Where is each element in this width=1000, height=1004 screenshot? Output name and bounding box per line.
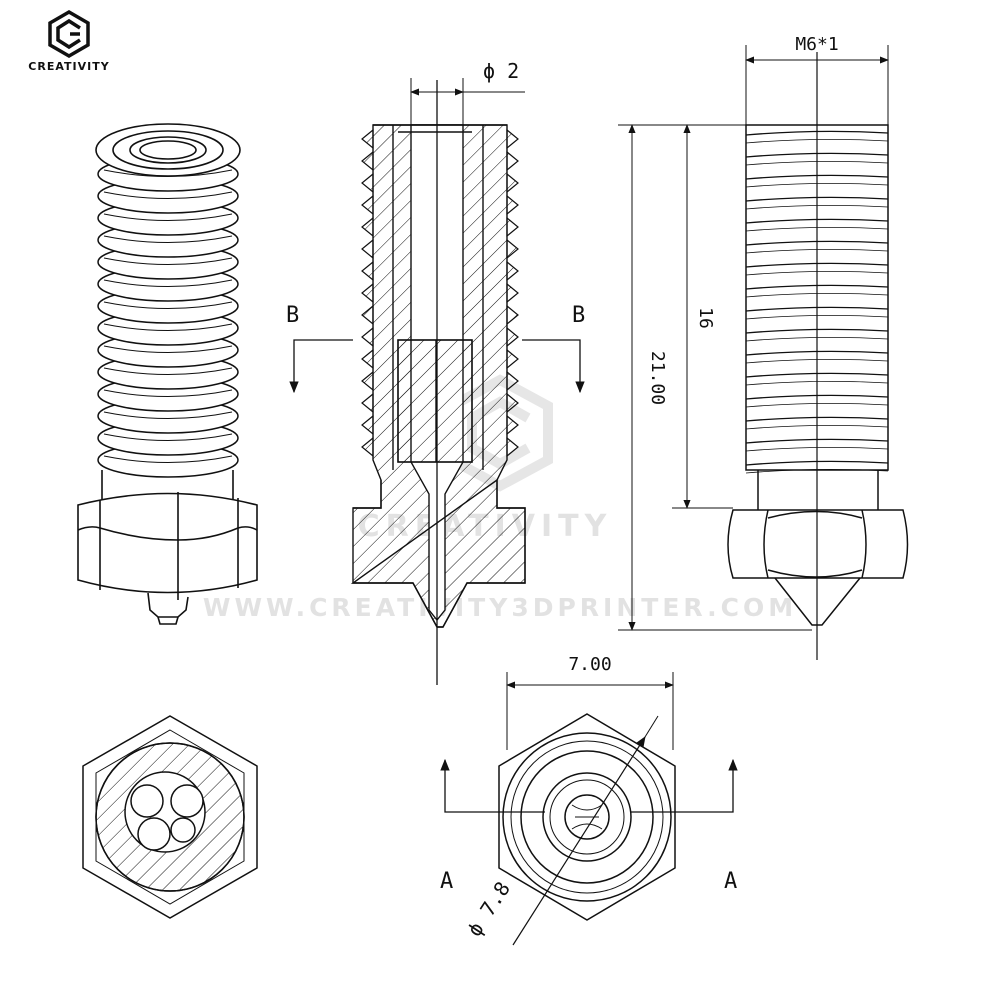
thread-tooth bbox=[361, 150, 374, 172]
dim-outer-diameter: ϕ 7.8 bbox=[462, 877, 515, 941]
thread-tooth bbox=[506, 238, 519, 260]
thread-tooth bbox=[361, 282, 374, 304]
thread-tooth bbox=[506, 128, 519, 150]
section-view-aa bbox=[82, 715, 258, 919]
section-marker-a-left: A bbox=[440, 869, 453, 894]
dim-total-length: 21.00 bbox=[647, 351, 668, 405]
thread-teeth-left bbox=[361, 128, 374, 458]
thread-ring-inner bbox=[103, 323, 233, 331]
dim-hex-width: 7.00 bbox=[568, 654, 611, 675]
dim-bore-diameter: ϕ 2 bbox=[483, 59, 519, 83]
brand-name: CREATIVITY bbox=[28, 60, 109, 73]
section-marker-b-right: B bbox=[572, 303, 585, 328]
dim-thread-spec: M6*1 bbox=[795, 34, 838, 55]
thread-ring-inner bbox=[103, 411, 233, 419]
creativity-logo-icon bbox=[48, 9, 90, 59]
thread-ring-inner bbox=[103, 279, 233, 287]
thread-teeth-right bbox=[506, 128, 519, 458]
thread-ring-inner bbox=[103, 389, 233, 397]
thread-ring-inner bbox=[103, 367, 233, 375]
thread-ring-inner bbox=[103, 301, 233, 309]
thread-tooth bbox=[361, 172, 374, 194]
thread-tooth bbox=[361, 436, 374, 458]
thread-ring-inner bbox=[103, 191, 233, 199]
end-view bbox=[440, 672, 738, 946]
thread-tooth bbox=[506, 348, 519, 370]
thread-tooth bbox=[361, 260, 374, 282]
thread-tooth bbox=[506, 194, 519, 216]
dim-thread-length: 16 bbox=[695, 307, 716, 329]
section-marker-a-right: A bbox=[724, 869, 737, 894]
thread-tooth bbox=[506, 436, 519, 458]
thread-tooth bbox=[506, 282, 519, 304]
thread-tooth bbox=[361, 304, 374, 326]
brand-logo: CREATIVITY bbox=[28, 9, 109, 73]
thread-tooth bbox=[506, 260, 519, 282]
thread-tooth bbox=[506, 150, 519, 172]
nozzle-3d-view bbox=[77, 123, 258, 625]
thread-tooth bbox=[506, 216, 519, 238]
watermark-url: WWW.CREATIVITY3DPRINTER.COM bbox=[203, 593, 797, 622]
thread-rings bbox=[97, 156, 239, 478]
thread-tooth bbox=[361, 128, 374, 150]
thread-ring-inner bbox=[103, 455, 233, 463]
thread-ring-inner bbox=[103, 345, 233, 353]
thread-tooth bbox=[361, 238, 374, 260]
side-view bbox=[618, 45, 909, 660]
thread-tooth bbox=[506, 414, 519, 436]
thread-tooth bbox=[361, 370, 374, 392]
thread-ring-inner bbox=[103, 213, 233, 221]
thread-tooth bbox=[506, 370, 519, 392]
thread-tooth bbox=[506, 304, 519, 326]
thread-ring-inner bbox=[103, 235, 233, 243]
thread-tooth bbox=[361, 414, 374, 436]
thread-tooth bbox=[361, 216, 374, 238]
thread-ring-inner bbox=[103, 257, 233, 265]
thread-tooth bbox=[506, 326, 519, 348]
thread-tooth bbox=[361, 194, 374, 216]
thread-tooth bbox=[361, 326, 374, 348]
section-marker-b-left: B bbox=[286, 303, 299, 328]
section-view-bb: ϕ 2 bbox=[289, 59, 585, 685]
thread-tooth bbox=[506, 392, 519, 414]
thread-tooth bbox=[361, 392, 374, 414]
thread-ring-inner bbox=[103, 433, 233, 441]
thread-tooth bbox=[361, 348, 374, 370]
thread-tooth bbox=[506, 172, 519, 194]
